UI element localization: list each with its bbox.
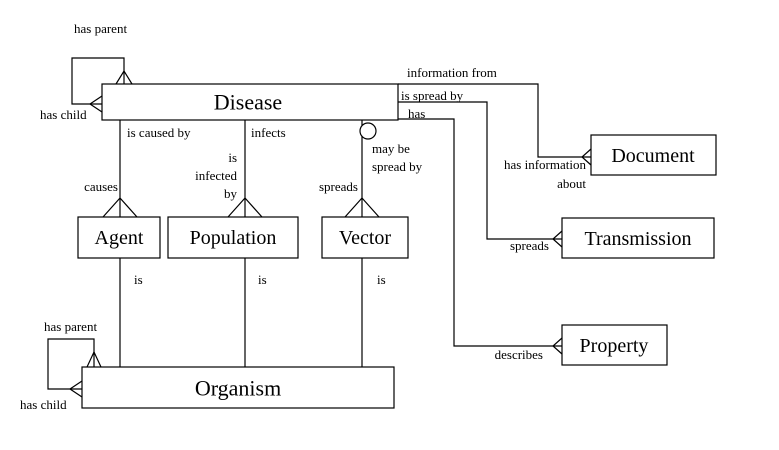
- disease-property-line: [398, 118, 562, 347]
- entity-population[interactable]: Population: [167, 216, 299, 259]
- agent-is-label: is: [134, 272, 143, 287]
- vector-is-label: is: [377, 272, 386, 287]
- entity-agent[interactable]: Agent: [77, 216, 161, 259]
- disease-has-parent-label: has parent: [74, 21, 127, 36]
- is-caused-by-label: is caused by: [127, 125, 191, 140]
- is-infected-by-label-line3: by: [224, 186, 238, 201]
- causes-label: causes: [84, 179, 118, 194]
- entity-organism-label: Organism: [195, 376, 281, 401]
- entity-agent-label: Agent: [95, 227, 144, 249]
- vector-optional-circle: [359, 122, 377, 140]
- disease-document-line: [398, 83, 591, 158]
- entity-vector[interactable]: Vector: [321, 216, 409, 259]
- spreads-vector-label: spreads: [319, 179, 358, 194]
- disease-transmission-line: [398, 101, 562, 240]
- entity-population-label: Population: [190, 227, 277, 249]
- information-from-label: information from: [407, 65, 497, 80]
- organism-self-loop-crowfoot-left: [68, 380, 83, 398]
- is-infected-by-label-line1: is: [228, 150, 237, 165]
- entity-document[interactable]: Document: [590, 134, 717, 176]
- describes-label: describes: [495, 347, 543, 362]
- spreads-transmission-label: spreads: [510, 238, 549, 253]
- is-infected-by-label-line2: infected: [195, 168, 237, 183]
- population-is-label: is: [258, 272, 267, 287]
- entity-disease[interactable]: Disease: [101, 83, 399, 121]
- document-crowfoot: [581, 148, 592, 166]
- organism-self-loop: [47, 338, 95, 390]
- organism-self-loop-crowfoot-top: [86, 350, 102, 368]
- property-crowfoot: [552, 337, 563, 355]
- organism-has-child-label: has child: [20, 397, 67, 412]
- may-be-spread-by-label-line2: spread by: [372, 159, 423, 174]
- infects-label: infects: [251, 125, 286, 140]
- entity-transmission[interactable]: Transmission: [561, 217, 715, 259]
- may-be-spread-by-label-line1: may be: [372, 141, 410, 156]
- disease-has-child-label: has child: [40, 107, 87, 122]
- entity-property-label: Property: [580, 335, 649, 357]
- disease-self-loop-crowfoot-left: [88, 95, 103, 113]
- population-crowfoot: [227, 197, 263, 218]
- entity-vector-label: Vector: [339, 227, 392, 249]
- has-information-about-label-line2: about: [557, 176, 586, 191]
- disease-self-loop-crowfoot-top: [115, 69, 133, 85]
- entity-document-label: Document: [611, 145, 695, 167]
- transmission-crowfoot: [552, 230, 563, 248]
- entity-transmission-label: Transmission: [584, 228, 691, 250]
- has-information-about-label-line1: has information: [504, 157, 586, 172]
- entity-organism[interactable]: Organism: [81, 366, 395, 409]
- vector-crowfoot: [344, 197, 380, 218]
- agent-crowfoot: [102, 197, 138, 218]
- has-label: has: [408, 106, 425, 121]
- organism-has-parent-label: has parent: [44, 319, 97, 334]
- is-spread-by-label: is spread by: [401, 88, 464, 103]
- entity-property[interactable]: Property: [561, 324, 668, 366]
- entity-disease-label: Disease: [214, 90, 282, 115]
- disease-self-loop: [71, 57, 125, 105]
